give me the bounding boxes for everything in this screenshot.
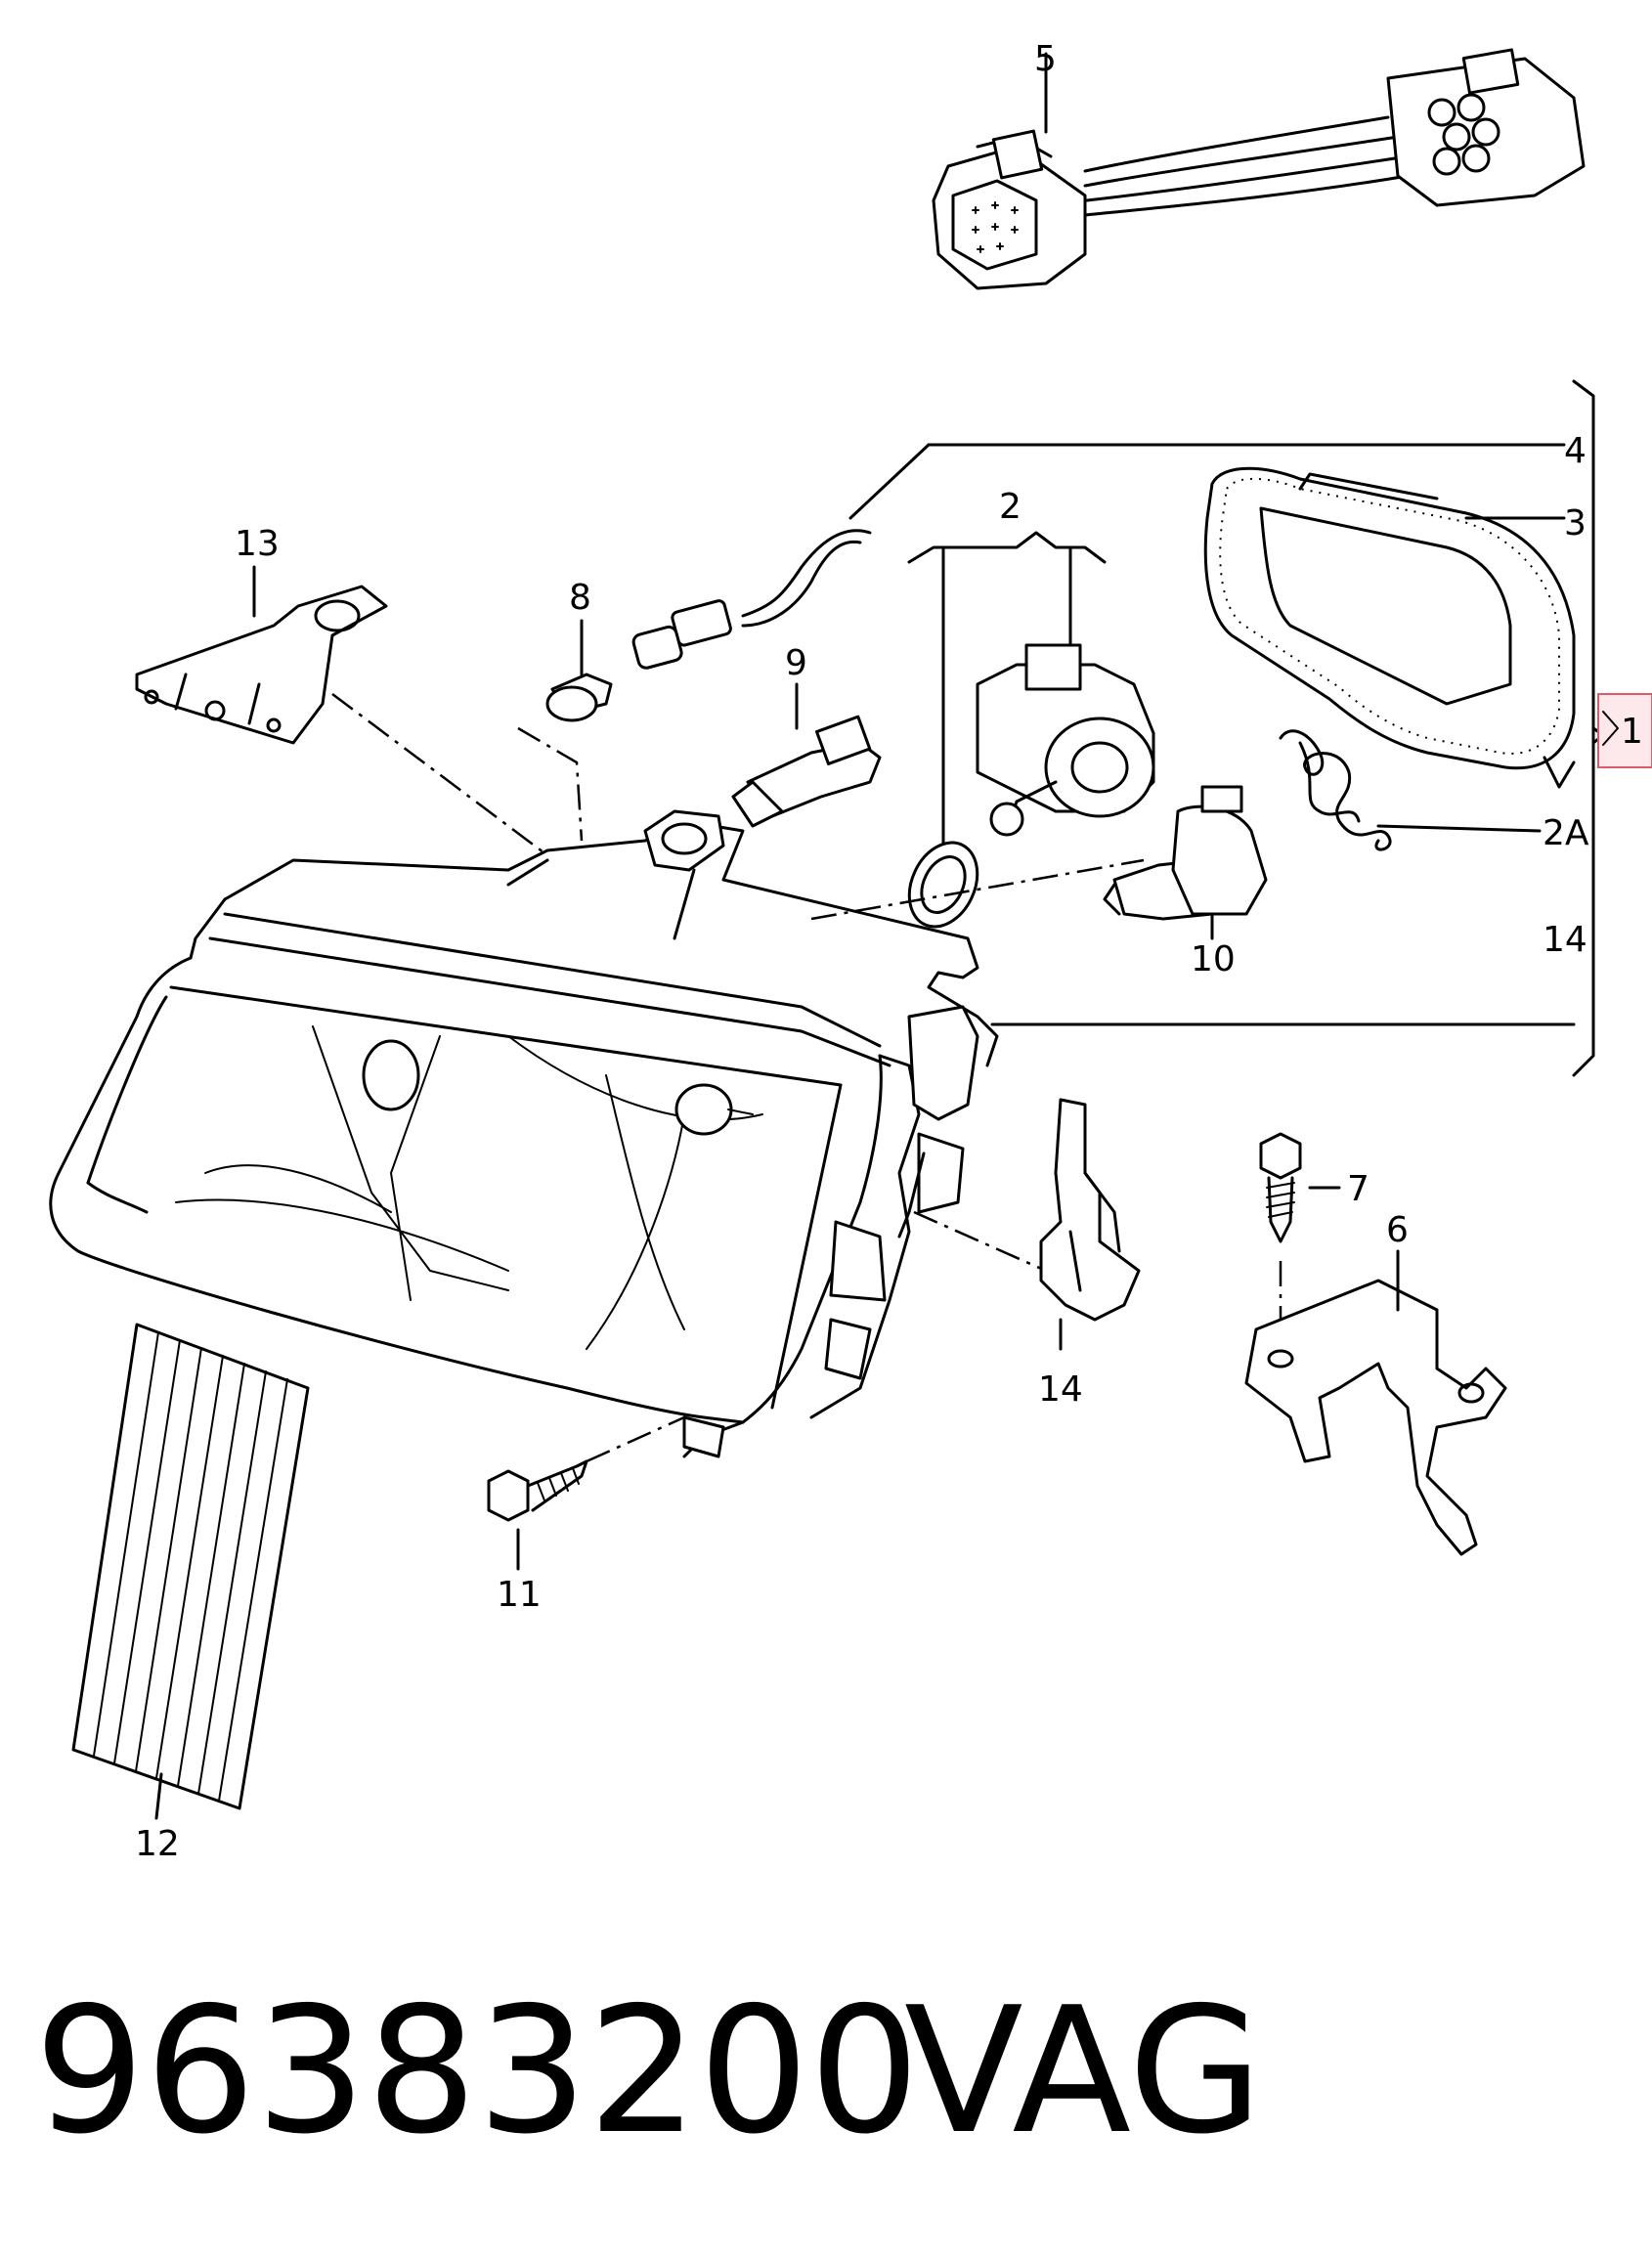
brand-name: VAG — [904, 1970, 1263, 2172]
callout-2[interactable]: 2 — [999, 487, 1022, 527]
part-13-mounting-bracket — [135, 565, 548, 856]
callout-10[interactable]: 10 — [1191, 939, 1236, 979]
callout-2a[interactable]: 2A — [1543, 813, 1589, 853]
callout-11[interactable]: 11 — [497, 1575, 542, 1615]
callout-6[interactable]: 6 — [1386, 1210, 1409, 1250]
part-4-wire-lead — [631, 529, 872, 670]
callout-5[interactable]: 5 — [1034, 39, 1057, 79]
part-3-rear-gasket — [1203, 466, 1576, 789]
headlamp-housing — [49, 809, 1145, 1458]
callout-14-part[interactable]: 14 — [1038, 1369, 1083, 1410]
part-9-h1-bulb — [731, 682, 882, 828]
part-10-h7-bulb — [1103, 785, 1268, 940]
callout-12[interactable]: 12 — [135, 1824, 180, 1864]
part-number: 96383200 — [34, 1970, 920, 2172]
callout-1-highlight — [1597, 693, 1652, 768]
callout-3[interactable]: 3 — [1564, 503, 1587, 543]
part-2-range-motor — [907, 531, 1155, 929]
callout-1-arrow — [1602, 711, 1619, 746]
callout-7[interactable]: 7 — [1347, 1169, 1369, 1209]
part-14-connector — [1039, 1098, 1141, 1351]
footer-caption: 96383200 VAG — [34, 1970, 1263, 2172]
part-12-grille — [71, 1323, 310, 1820]
part-8-side-bulb — [517, 619, 613, 842]
part-11-screw — [487, 1415, 685, 1571]
callout-labels: 1 2 2A 3 4 5 6 7 8 9 10 11 12 13 14 14 — [135, 39, 1652, 1864]
callout-14-bracket[interactable]: 14 — [1543, 920, 1587, 960]
part-7-screw — [1259, 1132, 1341, 1349]
callout-9[interactable]: 9 — [785, 643, 807, 683]
part-2a-retaining-spring — [1279, 729, 1542, 851]
callout-4[interactable]: 4 — [1564, 431, 1587, 471]
part-6-metal-bracket — [1244, 1249, 1507, 1556]
assembly-bracket — [848, 379, 1605, 1077]
part-5-harness-adapter — [932, 48, 1586, 290]
callout-13[interactable]: 13 — [235, 524, 280, 564]
callout-8[interactable]: 8 — [569, 578, 591, 618]
callout-1[interactable]: 1 — [1621, 712, 1643, 752]
